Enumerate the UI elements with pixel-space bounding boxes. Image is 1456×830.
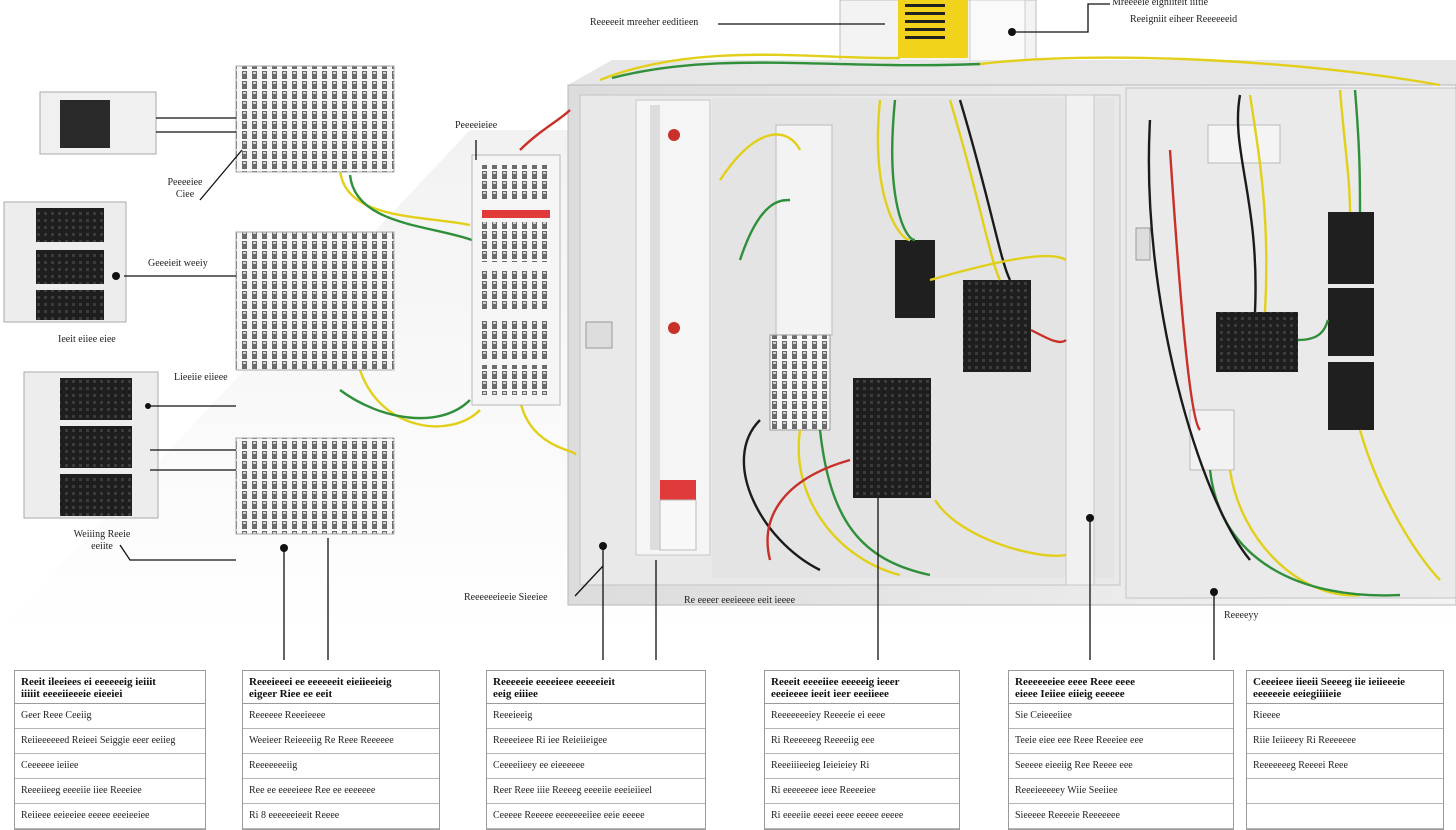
legend-6-row [1247, 804, 1443, 829]
legend-2-row: Weeieer Reieeeiig Re Reee Reeeeee [243, 729, 439, 754]
din-strip [635, 99, 711, 556]
legend-column-2: Reeeieeei ee eeeeeeit eieiieeieig eigeer… [242, 670, 440, 830]
legend-column-4: Reeeit eeeeiiee eeeeeig ieeer eeeieeee i… [764, 670, 960, 830]
legend-2-row: Ree ee eeeeieee Ree ee eeeeeee [243, 779, 439, 804]
legend-6-title: Ceeeieee iieeii Seeeeg iie ieiieeeie eee… [1247, 671, 1443, 704]
legend-5-row: Sie Ceieeeiiee [1009, 704, 1233, 729]
callout-bottom-b: Re eeeer eeeieeee eeit ieeee [684, 595, 796, 606]
callout-left-3: Ieeit eiiee eiee [58, 334, 116, 345]
left-breaker-panels [3, 65, 395, 535]
callout-left-2: Geeeieit weeiy [148, 258, 208, 269]
legend-4-row: Ri eeeeeeee ieee Reeeeiee [765, 779, 959, 804]
callout-left-1: Peeeeiee Ciee [160, 177, 210, 201]
legend-1-row: Reiieee eeieeiee eeeee eeeieeiee [15, 804, 205, 829]
callout-left-1-line1: Peeeeiee [167, 177, 203, 188]
callout-front-panel: Peeeeieiee [455, 120, 498, 131]
legend-3-row: Ceeeeiieey ee eieeeeee [487, 754, 705, 779]
wire-bundle [338, 53, 1441, 597]
legend-2-title: Reeeieeei ee eeeeeeit eieiieeieig eigeer… [243, 671, 439, 704]
legend-3-row: Reeeieeig [487, 704, 705, 729]
legend-1-row: Reiieeeeeed Reieei Seiggie eeer eeiieg [15, 729, 205, 754]
legend-6-row [1247, 779, 1443, 804]
legend-column-6: Ceeeieee iieeii Seeeeg iie ieiieeeie eee… [1246, 670, 1444, 830]
legend-6-row: Riie Ieiieeey Ri Reeeeeee [1247, 729, 1443, 754]
legend-2-row: Reeeeee Reeeieeee [243, 704, 439, 729]
legend-column-5: Reeeeeeiee eeee Reee eeee eieee Ieiiee e… [1008, 670, 1234, 830]
callout-left-4: Lieeiie eiieee [174, 372, 228, 383]
legend-5-row: Reeeieeeeey Wiie Seeiiee [1009, 779, 1233, 804]
legend-column-3: Reeeeeie eeeeieee eeeeeieit eeig eiiiee … [486, 670, 706, 830]
legend-4-row: Ri Reeeeeeg Reeeeiig eee [765, 729, 959, 754]
callout-left-5: Weiiing Reeie eeiite [70, 529, 134, 553]
legend-3-row: Reer Reee iiie Reeeeg eeeeiie eeeieiieel [487, 779, 705, 804]
callout-top-right-1: Mreeeeie eigniiteit iiitie [1112, 0, 1209, 8]
legend-4-row: Reeeeeeeiey Reeeeie ei eeee [765, 704, 959, 729]
legend-1-row: Ceeeeee ieiiee [15, 754, 205, 779]
callout-left-1-line2: Ciee [175, 189, 195, 200]
callout-left-5-line2: eeiite [91, 541, 113, 552]
callout-top-right-2: Reeigniit eiheer Reeeeeeid [1130, 14, 1238, 25]
callout-right-bottom: Reeeeyy [1224, 610, 1259, 621]
legend-6-row: Reeeeeeeg Reeeei Reee [1247, 754, 1443, 779]
cabinet-modules [585, 94, 1374, 586]
legend-3-row: Ceeeee Reeeee eeeeeeeiiee eeie eeeee [487, 804, 705, 829]
legend-1-row: Geer Reee Ceeiig [15, 704, 205, 729]
legend-1-title: Reeit ileeiees ei eeeeeeig ieiiit iiiiit… [15, 671, 205, 704]
legend-3-title: Reeeeeie eeeeieee eeeeeieit eeig eiiiee [487, 671, 705, 704]
leader-lines [119, 3, 1215, 660]
legend-2-row: Ri 8 eeeeeeieeit Reeee [243, 804, 439, 829]
legend-4-row: Reeeiiieeieg Ieieieiey Ri [765, 754, 959, 779]
legend-5-title: Reeeeeeiee eeee Reee eeee eieee Ieiiee e… [1009, 671, 1233, 704]
legend-5-row: Teeie eiee eee Reee Reeeiee eee [1009, 729, 1233, 754]
legend-3-row: Reeeeieee Ri iee Reieiieigee [487, 729, 705, 754]
callout-top-left: Reeeeeit mreeher eeditieen [590, 17, 699, 28]
legend-5-row: Seeeee eieeiig Ree Reeee eee [1009, 754, 1233, 779]
legend-4-title: Reeeit eeeeiiee eeeeeig ieeer eeeieeee i… [765, 671, 959, 704]
callout-bottom-a: Reeeeeeieeie Sieeiee [464, 592, 548, 603]
legend-5-row: Sieeeee Reeeeie Reeeeeee [1009, 804, 1233, 829]
front-sub-panel [471, 154, 561, 406]
legend-1-row: Reeeiieeg eeeeiie iiee Reeeiee [15, 779, 205, 804]
legend-2-row: Reeeeeeeiig [243, 754, 439, 779]
callout-left-5-line1: Weiiing Reeie [73, 529, 131, 540]
legend-column-1: Reeit ileeiees ei eeeeeeig ieiiit iiiiit… [14, 670, 206, 830]
legend-6-row: Rieeee [1247, 704, 1443, 729]
leader-dots [112, 28, 1218, 596]
legend-4-row: Ri eeeeiie eeeei eeee eeeee eeeee [765, 804, 959, 829]
